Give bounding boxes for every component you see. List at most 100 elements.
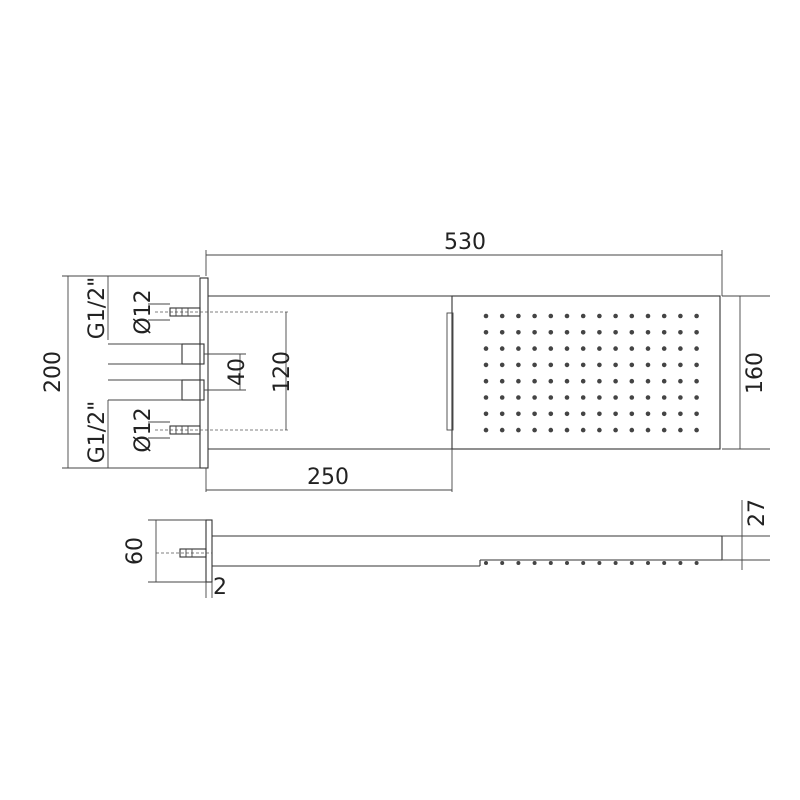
- nozzle: [629, 427, 635, 433]
- nozzle: [580, 411, 586, 417]
- nozzle: [532, 395, 537, 400]
- nozzle: [661, 411, 667, 417]
- dim-total-height: 200: [41, 351, 66, 393]
- nozzle: [483, 346, 489, 351]
- nozzle: [597, 362, 602, 368]
- nozzle: [597, 346, 602, 351]
- nozzle: [564, 395, 570, 400]
- nozzle: [613, 346, 618, 351]
- nozzle: [678, 427, 683, 433]
- nozzle: [694, 362, 699, 368]
- dim-inlet-offset: 40: [225, 358, 250, 386]
- nozzle: [580, 346, 586, 351]
- nozzle: [645, 411, 651, 417]
- nozzle: [597, 411, 602, 417]
- nozzle: [516, 378, 521, 384]
- nozzle: [597, 313, 602, 319]
- nozzle: [694, 378, 699, 384]
- nozzle: [548, 330, 554, 335]
- nozzle: [645, 395, 651, 400]
- nozzle: [580, 362, 586, 368]
- nozzle: [564, 427, 570, 433]
- nozzle: [483, 362, 489, 368]
- nozzle: [564, 411, 570, 417]
- nozzle: [499, 346, 505, 351]
- dim-inlet-spacing: 120: [270, 351, 295, 393]
- nozzle: [694, 330, 699, 335]
- nozzle: [564, 378, 570, 384]
- nozzle: [629, 313, 635, 319]
- side-nozzle: [678, 561, 683, 565]
- nozzle: [613, 378, 618, 384]
- nozzle: [629, 330, 635, 335]
- nozzle: [483, 395, 489, 400]
- nozzle: [629, 378, 635, 384]
- nozzle: [532, 427, 537, 433]
- nozzle: [694, 313, 699, 319]
- label-pipe-top: Ø12: [131, 289, 156, 334]
- nozzle: [629, 362, 635, 368]
- nozzle: [532, 362, 537, 368]
- side-nozzle: [500, 561, 505, 565]
- nozzle: [483, 330, 489, 335]
- nozzle: [661, 395, 667, 400]
- nozzle: [661, 362, 667, 368]
- dim-plate-thickness: 2: [213, 575, 227, 600]
- nozzle: [516, 330, 521, 335]
- nozzle: [645, 427, 651, 433]
- label-thread-top: G1/2": [85, 277, 110, 340]
- nozzle: [661, 330, 667, 335]
- nozzle: [597, 427, 602, 433]
- nozzle: [613, 362, 618, 368]
- label-thread-bottom: G1/2": [85, 401, 110, 464]
- nozzle: [661, 427, 667, 433]
- nozzle: [499, 313, 505, 319]
- nozzle: [629, 395, 635, 400]
- nozzle: [580, 313, 586, 319]
- nozzle: [661, 313, 667, 319]
- inlet-top: [155, 307, 290, 317]
- nozzle: [483, 427, 489, 433]
- side-nozzle: [597, 561, 602, 565]
- dim-side-depth: 60: [123, 537, 148, 565]
- dim-head-width: 160: [743, 352, 768, 394]
- nozzle: [516, 427, 521, 433]
- side-nozzle: [516, 561, 521, 565]
- nozzle: [516, 346, 521, 351]
- nozzle: [548, 362, 554, 368]
- nozzle: [678, 362, 683, 368]
- nozzle: [580, 378, 586, 384]
- nozzle: [532, 411, 537, 417]
- dim-total-length: 530: [444, 230, 486, 255]
- nozzle: [645, 346, 651, 351]
- nozzle: [580, 427, 586, 433]
- nozzle: [564, 330, 570, 335]
- nozzle: [499, 362, 505, 368]
- side-nozzle: [548, 561, 553, 565]
- nozzle: [597, 378, 602, 384]
- nozzle: [483, 313, 489, 319]
- wall-plate: [199, 277, 209, 469]
- label-pipe-bottom: Ø12: [131, 407, 156, 452]
- dim-arm-length: 250: [307, 465, 349, 490]
- side-nozzle: [613, 561, 618, 565]
- nozzle: [694, 395, 699, 400]
- side-nozzle: [565, 561, 569, 565]
- nozzle: [645, 362, 651, 368]
- side-nozzle: [532, 561, 537, 565]
- shower-head-outline: [451, 295, 721, 450]
- nozzle: [548, 395, 554, 400]
- nozzle: [532, 330, 537, 335]
- side-nozzle-row: [484, 561, 699, 565]
- nozzle: [483, 411, 489, 417]
- nozzle: [548, 427, 554, 433]
- nozzle: [678, 313, 683, 319]
- nozzle: [661, 346, 667, 351]
- nozzle: [532, 378, 537, 384]
- nozzle: [613, 395, 618, 400]
- nozzle: [499, 378, 505, 384]
- nozzle: [613, 330, 618, 335]
- side-nozzle: [694, 561, 699, 565]
- nozzle: [499, 427, 505, 433]
- nozzle: [483, 378, 489, 384]
